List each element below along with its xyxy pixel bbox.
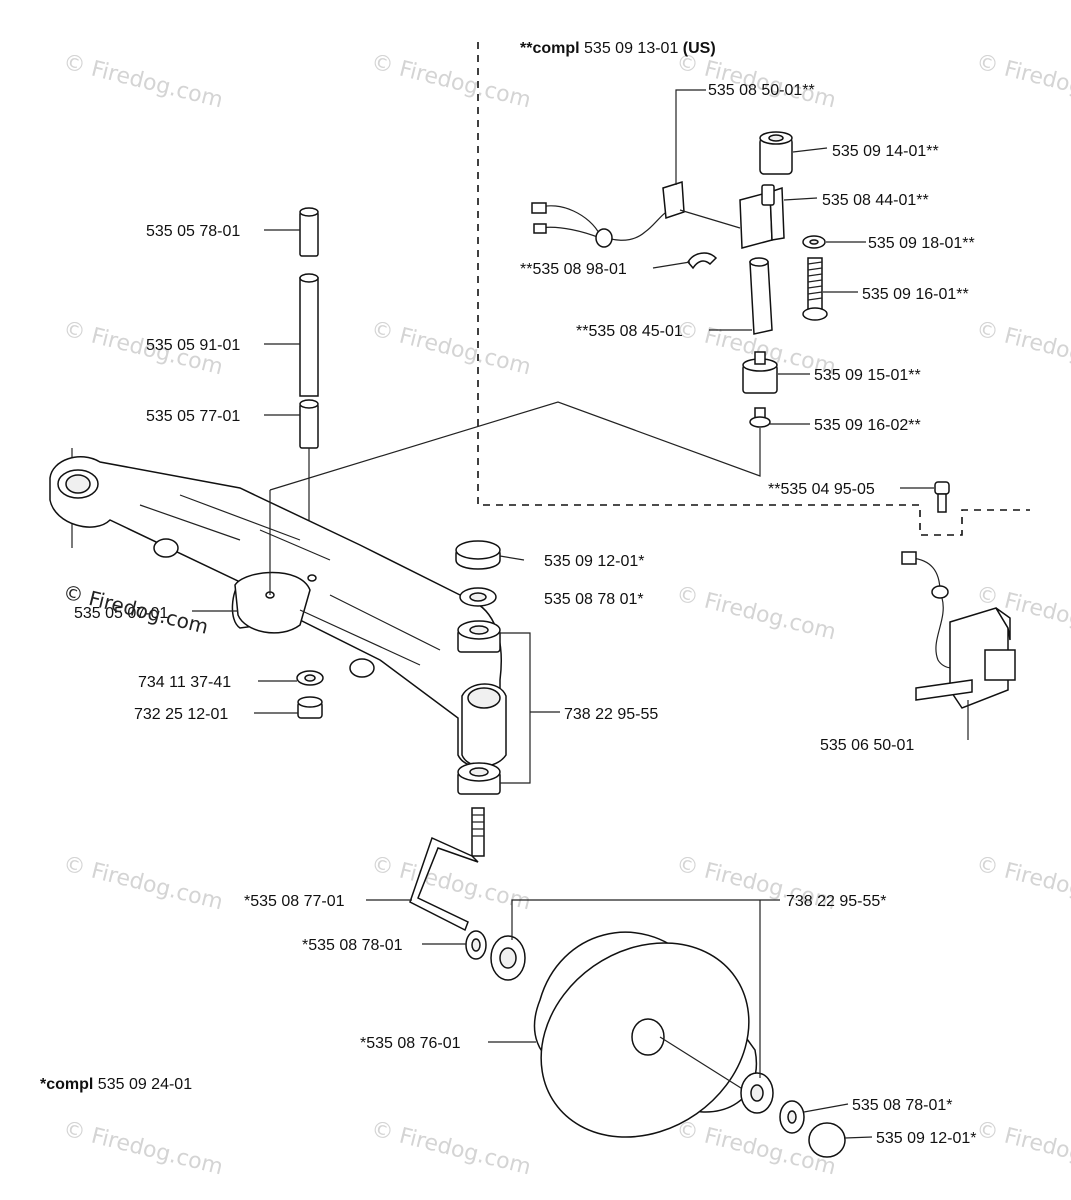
pivot-bearings-drawing bbox=[455, 540, 501, 795]
part-label-535-08-78-01-inner[interactable]: *535 08 78-01 bbox=[302, 937, 403, 954]
caption-suffix: (US) bbox=[683, 40, 716, 57]
watermark-text: © Firedog.com bbox=[974, 1117, 1071, 1181]
caption-number: 535 09 24-01 bbox=[98, 1076, 192, 1093]
arm-hardware-drawing bbox=[296, 670, 324, 719]
part-labels: **compl 535 09 13-01 (US) 535 08 50-01**… bbox=[40, 40, 977, 1147]
caption-prefix: **compl bbox=[520, 40, 580, 57]
watermark-text: © Firedog.com bbox=[369, 1117, 534, 1181]
part-label-535-09-18-01[interactable]: 535 09 18-01** bbox=[868, 235, 975, 252]
part-label-732-25-12-01[interactable]: 732 25 12-01 bbox=[134, 706, 228, 723]
part-label-535-08-98-01[interactable]: **535 08 98-01 bbox=[520, 261, 627, 278]
part-label-535-09-12-01-outer[interactable]: 535 09 12-01* bbox=[876, 1130, 977, 1147]
sensor-kit-drawing bbox=[531, 131, 1016, 709]
part-label-535-09-16-02[interactable]: 535 09 16-02** bbox=[814, 417, 921, 434]
part-label-738-22-95-55-wheel[interactable]: 738 22 95-55* bbox=[786, 893, 887, 910]
watermark-text: © Firedog.com bbox=[974, 50, 1071, 114]
wheel-drawing bbox=[465, 930, 846, 1158]
watermark-text: © Firedog.com bbox=[369, 50, 534, 114]
watermark-text: © Firedog.com bbox=[369, 317, 534, 381]
caption-prefix: *compl bbox=[40, 1076, 93, 1093]
watermark-text: © Firedog.com bbox=[61, 50, 226, 114]
part-label-535-08-78-01-outer[interactable]: 535 08 78-01* bbox=[852, 1097, 953, 1114]
part-label-535-08-76-01[interactable]: *535 08 76-01 bbox=[360, 1035, 461, 1052]
left-column-drawing bbox=[299, 207, 319, 580]
part-label-535-05-91-01[interactable]: 535 05 91-01 bbox=[146, 337, 240, 354]
watermark-text: © Firedog.com bbox=[674, 582, 839, 646]
watermark-text: © Firedog.com bbox=[369, 852, 534, 916]
watermark-text: © Firedog.com bbox=[61, 1117, 226, 1181]
part-label-535-09-12-01-top[interactable]: 535 09 12-01* bbox=[544, 553, 645, 570]
part-label-535-09-15-01[interactable]: 535 09 15-01** bbox=[814, 367, 921, 384]
assembly-us-caption: **compl 535 09 13-01 (US) bbox=[520, 40, 716, 57]
part-label-535-08-77-01[interactable]: *535 08 77-01 bbox=[244, 893, 345, 910]
part-label-535-05-07-01[interactable]: 535 05 07-01 bbox=[74, 605, 168, 622]
part-label-535-08-50-01[interactable]: 535 08 50-01** bbox=[708, 82, 815, 99]
watermark-text: © Firedog.com bbox=[974, 852, 1071, 916]
leader-lines bbox=[192, 89, 969, 1139]
watermark-text: © Firedog.com bbox=[974, 317, 1071, 381]
part-label-734-11-37-41[interactable]: 734 11 37-41 bbox=[138, 674, 231, 691]
part-label-535-08-78-01-top[interactable]: 535 08 78 01* bbox=[544, 591, 644, 608]
watermark-text: © Firedog.com bbox=[61, 852, 226, 916]
assembly-all-caption: *compl 535 09 24-01 bbox=[40, 1076, 192, 1093]
part-label-535-05-77-01[interactable]: 535 05 77-01 bbox=[146, 408, 240, 425]
part-label-738-22-95-55[interactable]: 738 22 95-55 bbox=[564, 706, 658, 723]
us-kit-boundary bbox=[477, 42, 1030, 536]
part-label-535-06-50-01[interactable]: 535 06 50-01 bbox=[820, 737, 914, 754]
caption-number: 535 09 13-01 bbox=[584, 40, 678, 57]
part-label-535-09-14-01[interactable]: 535 09 14-01** bbox=[832, 143, 939, 160]
part-label-535-04-95-05[interactable]: **535 04 95-05 bbox=[768, 481, 875, 498]
part-label-535-09-16-01[interactable]: 535 09 16-01** bbox=[862, 286, 969, 303]
part-label-535-08-44-01[interactable]: 535 08 44-01** bbox=[822, 192, 929, 209]
axle-drawing bbox=[409, 807, 485, 932]
part-label-535-08-45-01[interactable]: **535 08 45-01 bbox=[576, 323, 683, 340]
part-label-535-05-78-01[interactable]: 535 05 78-01 bbox=[146, 223, 240, 240]
